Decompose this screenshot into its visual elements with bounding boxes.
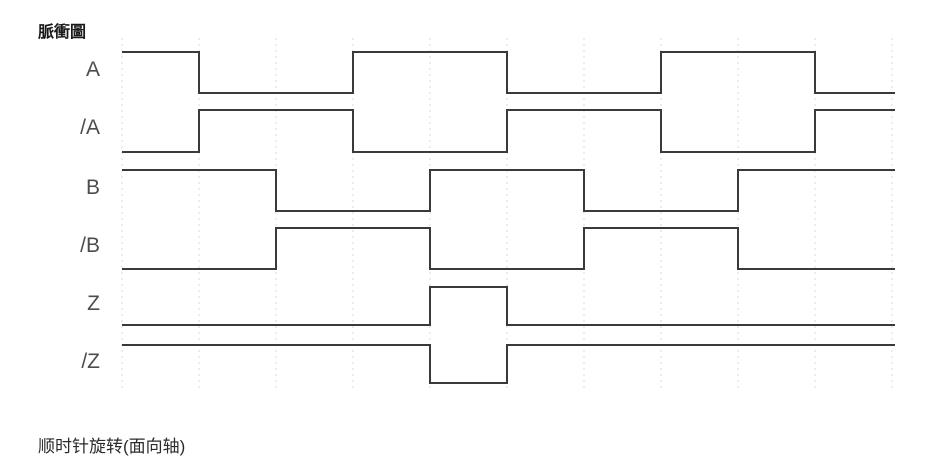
signal-label-Z: Z xyxy=(87,292,100,315)
page-title: 脈衝圖 xyxy=(38,24,87,41)
waveform-B xyxy=(122,169,895,212)
signal-label-not-B: /B xyxy=(80,234,100,257)
waveform-not-Z xyxy=(122,344,895,384)
signal-label-B: B xyxy=(85,176,100,199)
waveform-A xyxy=(122,51,895,94)
waveform-not-B xyxy=(122,227,895,270)
figure-caption: 顺时针旋转(面向轴) xyxy=(38,437,186,456)
signal-label-A: A xyxy=(85,58,100,81)
waveform-not-A xyxy=(122,109,895,153)
grid-lines xyxy=(121,38,893,392)
signal-label-not-A: /A xyxy=(80,116,100,139)
waveform-Z xyxy=(122,286,895,326)
signal-label-not-Z: /Z xyxy=(81,350,100,373)
waveform-traces xyxy=(122,51,895,384)
